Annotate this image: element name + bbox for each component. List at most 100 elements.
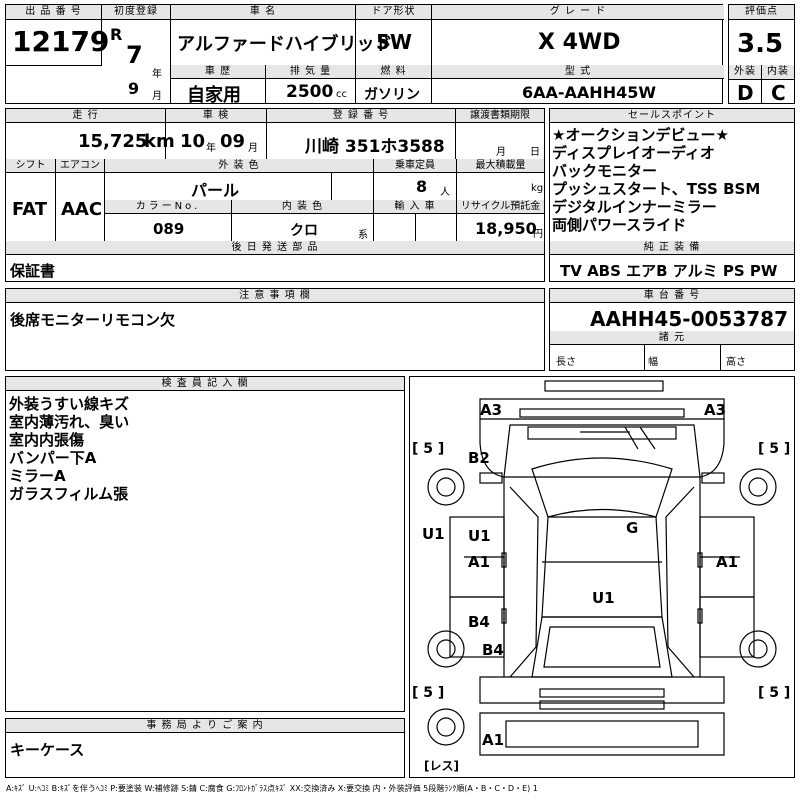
registration-value: 川崎 351ホ3588: [305, 137, 445, 157]
office-value: キーケース: [10, 741, 85, 759]
label-g: G: [626, 519, 639, 537]
label-u1-left: U1: [468, 527, 491, 545]
exterior-label: 外装: [729, 65, 762, 80]
recycle-unit: 円: [533, 229, 543, 240]
grade-cell: グ レ ー ド X 4WD: [432, 5, 724, 65]
model-name: アルファードハイブリッド: [177, 34, 393, 55]
label-bracket-tr: [ 5 ]: [758, 441, 791, 457]
car-diagram: A3 A3 [ 5 ] [ 5 ] B2 U1 U1 G A1 A1 U1 B4…: [409, 376, 795, 778]
displacement-label: 排 気 量: [266, 65, 355, 79]
car-outline-drawing: [427, 380, 777, 756]
spec-label: 諸 元: [550, 331, 794, 345]
capacity-unit: 人: [440, 187, 450, 198]
inspection-year: 10: [180, 131, 206, 152]
score-label: 評価点: [729, 5, 794, 20]
type-label: 型 式: [432, 65, 724, 79]
inspector-line: 外装うすい線キズ: [9, 395, 130, 413]
mileage-unit: km: [144, 131, 175, 152]
mileage-value: 15,725: [78, 131, 148, 152]
registration-label: 登 録 番 号: [267, 109, 455, 123]
inspector-line: 室内薄汚れ、臭い: [9, 413, 130, 431]
inspector-line: ミラーA: [9, 467, 66, 485]
exterior-value: D: [737, 81, 754, 105]
notes-box: 注 意 事 項 欄 後席モニターリモコン欠: [5, 288, 545, 371]
lot-label: 出 品 番 号: [6, 5, 101, 20]
type-value: 6AA-AAHH45W: [522, 83, 656, 102]
door-cell: ドア形状 5W: [356, 5, 432, 65]
door-value: 5W: [376, 30, 412, 54]
legend: A:ｷｽﾞ U:ﾍｺﾐ B:ｷｽﾞを伴うﾍｺﾐ P:要塗装 W:補修跡 S:錆 …: [6, 784, 538, 793]
inspection-label: 車 検: [166, 109, 266, 123]
label-bracket-br: [ 5 ]: [758, 685, 791, 701]
first-reg-label: 初度登録: [102, 5, 170, 20]
ac-value: AAC: [61, 199, 103, 220]
month-unit: 月: [152, 91, 162, 102]
label-a3-left: A3: [480, 401, 503, 419]
month-value: 9: [128, 79, 140, 98]
height-label: 高さ: [726, 357, 746, 368]
label-a1-left: A1: [468, 553, 491, 571]
sales-points-label: セールスポイント: [550, 109, 794, 123]
displacement-value: 2500: [286, 82, 334, 102]
width-label: 幅: [648, 357, 658, 368]
chassis-value: AAHH45-0053787: [590, 307, 788, 331]
load-unit: kg: [531, 183, 544, 194]
office-label: 事 務 局 よ り ご 案 内: [6, 719, 404, 733]
door-label: ドア形状: [356, 5, 431, 20]
era-label: R: [110, 25, 123, 44]
later-parts-value: 保証書: [10, 262, 56, 280]
header-box: 出 品 番 号 12179 初度登録 R 7 年 9 月 車 名 アルファードハ…: [5, 4, 724, 106]
sales-point-item: 両側パワースライド: [552, 216, 687, 234]
displacement-unit: cc: [336, 89, 347, 100]
color-no-value: 089: [153, 220, 185, 238]
sales-point-item: デジタルインナーミラー: [552, 198, 717, 216]
score-box: 評価点 3.5 外装 内装 D C: [728, 4, 795, 105]
shift-label: シフト: [6, 159, 55, 173]
inspector-lines: 外装うすい線キズ 室内薄汚れ、臭い 室内内張傷 バンパー下A ミラーA ガラスフ…: [9, 395, 399, 503]
lot-number: 12179: [12, 25, 110, 58]
sales-point-item: ★オークションデビュー★: [552, 126, 729, 144]
color-label: 外 装 色: [105, 159, 373, 173]
year-unit: 年: [152, 69, 162, 80]
recycle-value: 18,950: [475, 219, 537, 238]
inspector-line: バンパー下A: [9, 449, 97, 467]
chassis-label: 車 台 番 号: [550, 289, 794, 303]
label-b2: B2: [468, 449, 490, 467]
sales-point-item: プッシュスタート、TSS BSM: [552, 180, 761, 198]
model-name-cell: 車 名 アルファードハイブリッド: [171, 5, 392, 65]
transfer-month-unit: 月: [496, 147, 506, 158]
interior-color-value: クロ: [290, 223, 318, 239]
transfer-label: 譲渡書類期限: [456, 109, 544, 123]
label-a1-right: A1: [716, 553, 739, 571]
mileage-label: 走 行: [6, 109, 165, 123]
office-box: 事 務 局 よ り ご 案 内 キーケース: [5, 718, 405, 778]
fuel-label: 燃 料: [356, 65, 431, 79]
later-parts-label: 後 日 発 送 部 品: [6, 241, 544, 255]
label-a3-right: A3: [704, 401, 727, 419]
interior-color-label: 内 装 色: [232, 200, 373, 214]
first-reg-cell: 初度登録 R 7 年 9 月: [102, 5, 171, 104]
transfer-day-unit: 日: [530, 147, 540, 158]
capacity-label: 乗車定員: [374, 159, 456, 173]
interior-value: C: [771, 81, 786, 105]
import-label: 輸 入 車: [374, 200, 456, 214]
label-spare: [レス]: [424, 759, 459, 773]
details-box: 走 行 15,725 km 車 検 10 年 09 月 登 録 番 号 川崎 3…: [5, 108, 545, 282]
inspector-label: 検 査 員 記 入 欄: [6, 377, 404, 391]
history-label: 車 歴: [171, 65, 265, 79]
inspector-line: ガラスフィルム張: [9, 485, 129, 503]
color-value: パール: [191, 181, 240, 200]
inspector-box: 検 査 員 記 入 欄 外装うすい線キズ 室内薄汚れ、臭い 室内内張傷 バンパー…: [5, 376, 405, 712]
load-label: 最大積載量: [457, 159, 544, 173]
color-no-label: カラーNo.: [105, 200, 231, 214]
year-value: 7: [126, 41, 143, 69]
label-bracket-tl: [ 5 ]: [412, 441, 445, 457]
notes-label: 注 意 事 項 欄: [6, 289, 544, 303]
model-name-label: 車 名: [171, 5, 355, 20]
label-b4-lower: B4: [482, 641, 504, 659]
label-b4-upper: B4: [468, 613, 490, 631]
inspector-line: 室内内張傷: [9, 431, 85, 449]
label-u1-center: U1: [592, 589, 615, 607]
equipment-label: 純 正 装 備: [550, 241, 794, 255]
label-bracket-bl: [ 5 ]: [412, 685, 445, 701]
